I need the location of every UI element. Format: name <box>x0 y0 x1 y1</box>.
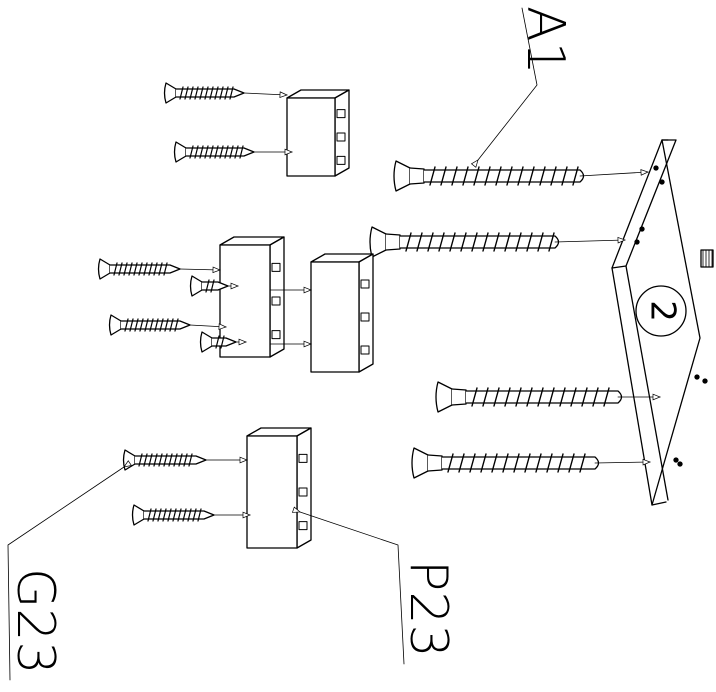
arrow <box>189 323 227 330</box>
screw-head <box>369 226 387 258</box>
block-peg <box>271 330 281 340</box>
leader-lines <box>7 7 538 681</box>
short-screw <box>131 504 215 526</box>
label-a1: A1 <box>515 6 575 75</box>
block-peg <box>360 345 370 355</box>
block-peg <box>360 279 370 289</box>
block-peg <box>271 296 281 306</box>
screw-thread <box>205 279 215 293</box>
short-screw <box>108 314 191 336</box>
short-screw <box>173 141 255 163</box>
block <box>310 253 374 373</box>
assembly-arrows <box>179 91 661 519</box>
screw-head <box>97 258 111 280</box>
screw-thread <box>113 262 168 276</box>
screw-head <box>189 275 203 297</box>
screw-neck <box>427 454 443 472</box>
block-peg <box>360 312 370 322</box>
block-peg <box>336 155 346 165</box>
short-screw <box>199 331 237 353</box>
block-front <box>246 435 298 549</box>
block <box>286 89 350 177</box>
screw-shaft <box>465 390 623 404</box>
screw-thread <box>429 166 579 186</box>
mounting-blocks <box>219 89 374 549</box>
screw-thread <box>179 86 234 100</box>
cam-knob <box>700 249 714 268</box>
screw-head <box>108 314 122 336</box>
arrow <box>179 266 221 274</box>
screw-head <box>199 331 213 353</box>
block-peg <box>336 109 346 119</box>
panel-number-label: 2 <box>643 300 683 322</box>
panel-2 <box>611 139 714 506</box>
block <box>246 427 312 549</box>
long-screw <box>369 226 560 258</box>
label-p23: P23 <box>398 560 458 658</box>
screw-head <box>411 447 429 479</box>
long-screws-a1 <box>369 160 623 479</box>
block-peg <box>298 521 308 531</box>
short-screw <box>97 258 181 280</box>
arrow <box>554 236 626 244</box>
screw-head <box>163 82 177 104</box>
arrow <box>594 458 651 466</box>
screw-neck <box>409 167 425 185</box>
screw-thread <box>471 387 610 407</box>
long-screw <box>411 447 600 479</box>
screw-neck <box>385 233 401 251</box>
arrow <box>579 169 649 177</box>
block-peg <box>271 262 281 272</box>
screw-head <box>173 141 187 163</box>
screw-neck <box>451 388 467 406</box>
screw-thread <box>124 318 179 332</box>
screw-shaft <box>423 169 585 183</box>
block-peg <box>336 132 346 142</box>
long-screw <box>435 381 623 413</box>
short-screw <box>163 82 245 104</box>
screw-head <box>435 381 453 413</box>
block-peg <box>298 487 308 497</box>
short-screw <box>122 449 207 471</box>
block-front <box>310 261 360 373</box>
screw-shaft <box>399 235 560 249</box>
label-g23: G23 <box>5 568 65 674</box>
long-screw <box>393 160 585 192</box>
screw-head <box>393 160 411 192</box>
short-screw <box>189 275 229 297</box>
screw-thread <box>447 453 586 473</box>
screw-thread <box>138 453 193 467</box>
block-front <box>286 97 336 177</box>
screw-thread <box>215 335 225 349</box>
screw-thread <box>147 508 202 522</box>
screw-shaft <box>441 456 600 470</box>
block-peg <box>298 453 308 463</box>
screw-head <box>131 504 145 526</box>
screw-thread <box>189 145 244 159</box>
panel-number-circle <box>635 285 687 337</box>
screw-head <box>122 449 136 471</box>
arrow <box>243 91 288 98</box>
screw-thread <box>405 232 555 252</box>
